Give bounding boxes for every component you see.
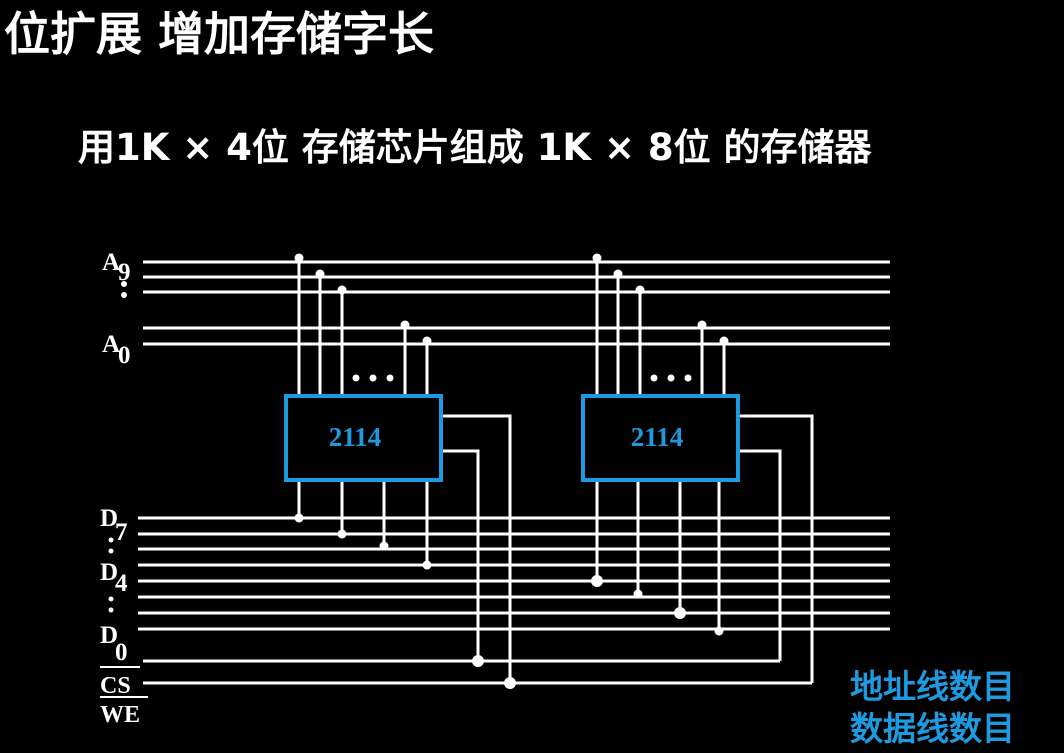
junction-dot [294,513,304,523]
chip-2114-right [581,394,740,482]
d7-label: D [100,505,118,532]
ellipsis-dot [369,374,377,382]
junction-dot [504,677,516,689]
data-lines-note: 数据线数目 [850,709,1015,748]
junction-dot [719,336,729,346]
vertical-ellipsis-dot [121,292,127,298]
ellipsis-dot [352,374,360,382]
chip-label-left: 2114 [329,422,382,452]
ellipsis-dot [386,374,394,382]
chip-2114-left [284,394,443,482]
a0-label: A [102,331,120,358]
chip1-we-wire [441,414,512,683]
junction-dot [472,655,484,667]
junction-dot [294,253,304,263]
d4-label: D [100,559,118,586]
page-title: 位扩展 增加存储字长 [4,7,435,61]
vertical-ellipsis-dot [108,537,114,543]
junction-dot [337,285,347,295]
vertical-ellipsis-dot [108,596,114,602]
ellipsis-dot [650,374,658,382]
junction-dot [315,269,325,279]
wires [138,258,890,685]
junction-dot [592,253,602,263]
junction-dot [633,589,643,599]
junction-dot [379,541,389,551]
junction-dot [714,626,724,636]
ellipsis-dot [684,374,692,382]
d0-label: D [100,622,118,649]
junction-dot [400,320,410,330]
a0-subscript: 0 [118,342,131,369]
address-lines-note: 地址线数目 [850,667,1015,706]
junction-dot [591,575,603,587]
d7-subscript: 7 [115,519,128,546]
junctions [108,253,729,689]
junction-dot [422,560,432,570]
we-label: WE [100,702,140,728]
ellipsis-dot [667,374,675,382]
page-subtitle: 用1K × 4位 存储芯片组成 1K × 8位 的存储器 [78,126,872,169]
cs-label: CS [100,673,131,699]
junction-dot [337,529,347,539]
chip2-we-wire [738,414,814,683]
junction-dot [613,269,623,279]
chip2-cs-wire [738,449,782,661]
vertical-ellipsis-dot [108,548,114,554]
vertical-ellipsis-dot [108,607,114,613]
d0-subscript: 0 [115,639,128,666]
d4-subscript: 4 [115,570,128,597]
junction-dot [422,336,432,346]
a9-subscript: 9 [118,259,131,286]
junction-dot [635,285,645,295]
junction-dot [697,320,707,330]
chip1-cs-wire [441,449,480,661]
vertical-ellipsis-dot [121,281,127,287]
junction-dot [674,607,686,619]
a9-label: A [102,249,120,276]
chip-label-right: 2114 [631,422,684,452]
